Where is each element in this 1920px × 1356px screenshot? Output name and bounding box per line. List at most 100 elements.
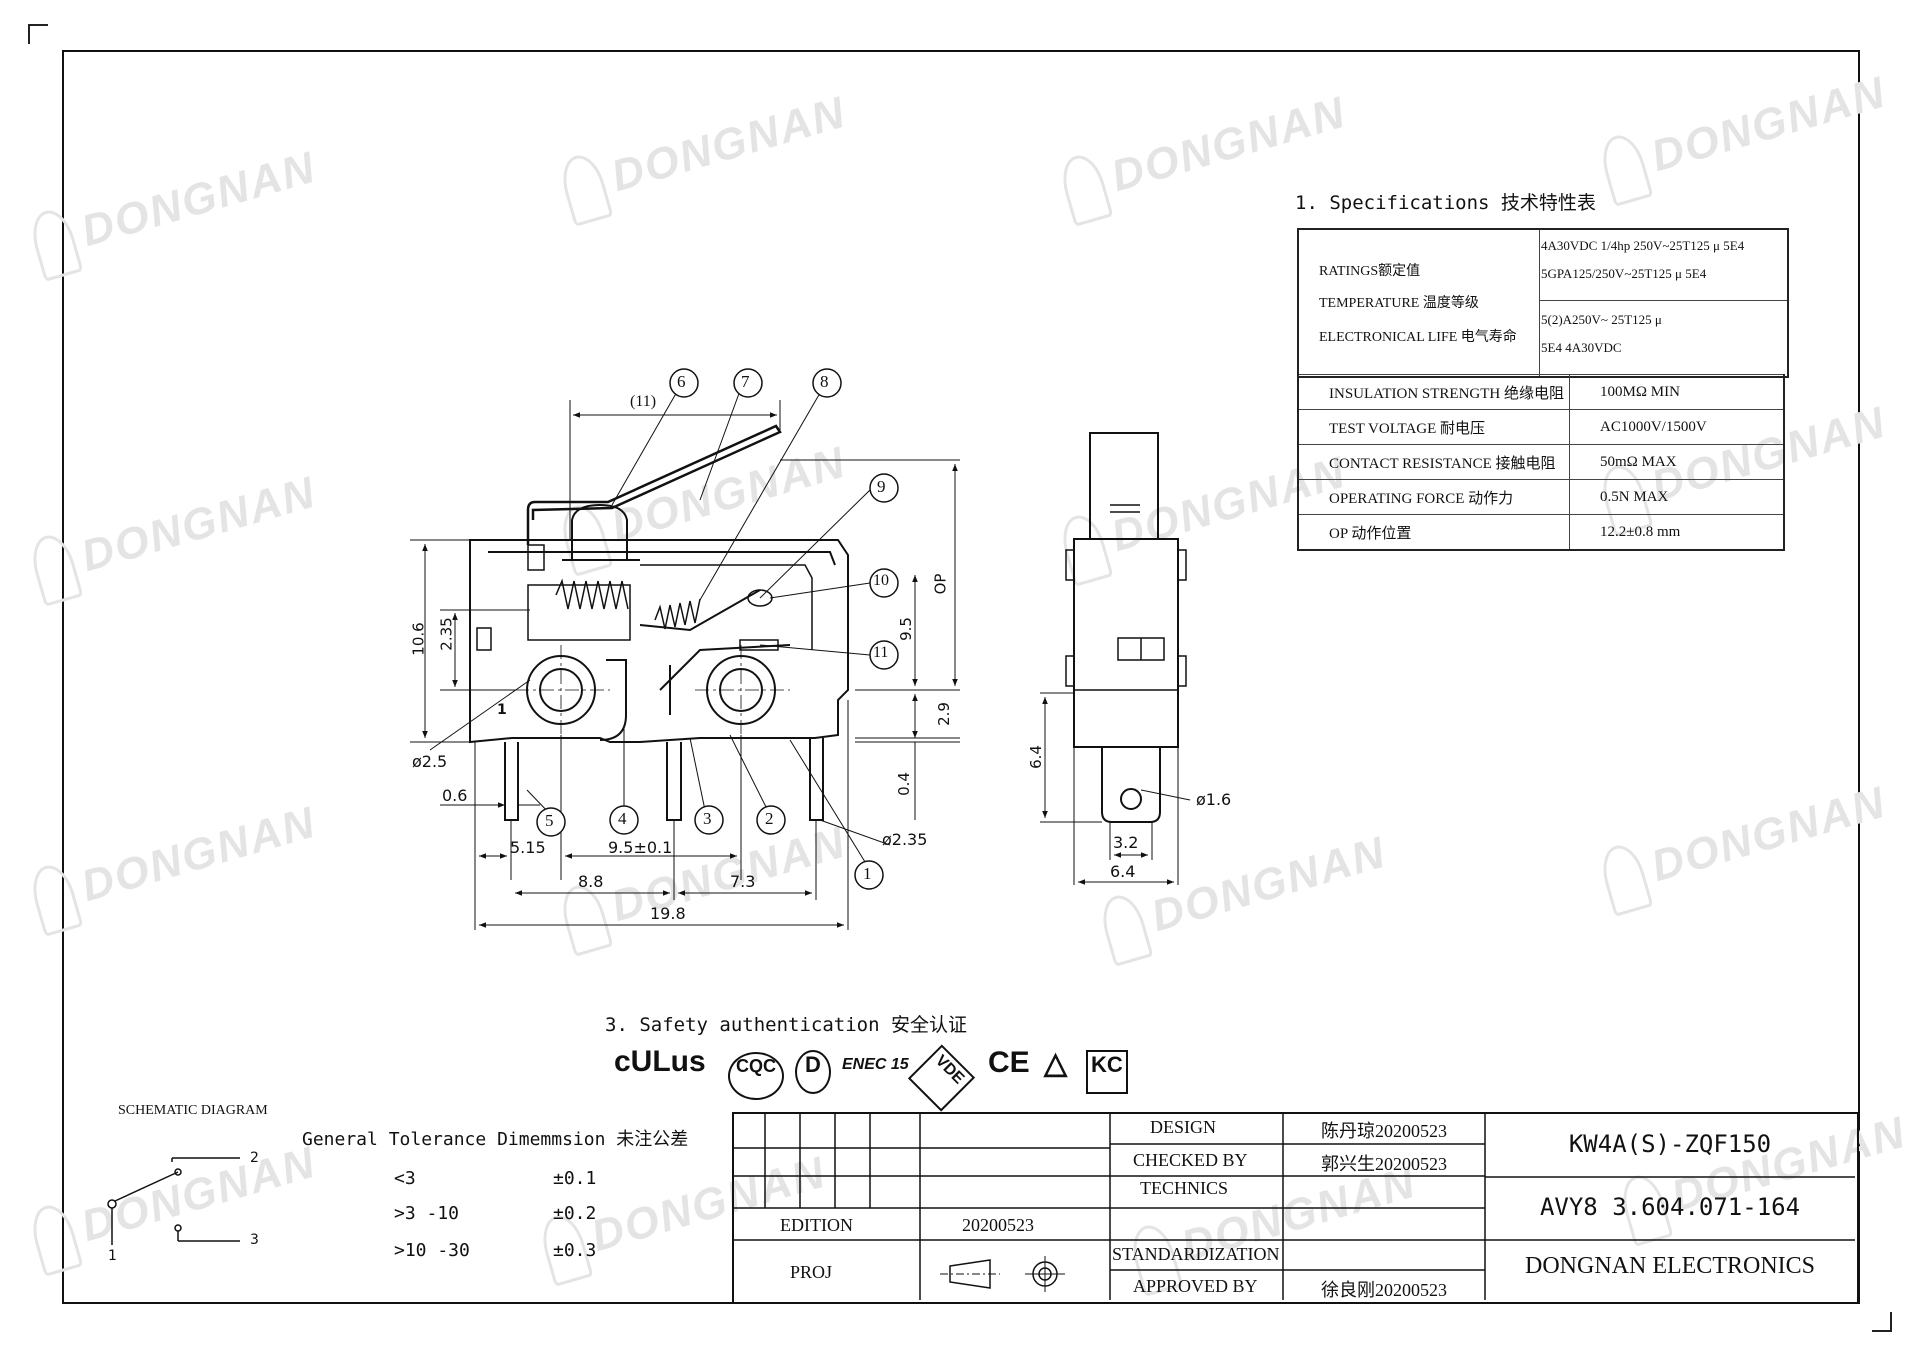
spec-label: CONTACT RESISTANCE 接触电阻 [1297,444,1570,480]
checked-by-value: 郭兴生20200523 [1321,1154,1447,1174]
spec-table: INSULATION STRENGTH 绝缘电阻 100MΩ MIN TEST … [1297,374,1785,551]
title-block [732,1112,1859,1304]
edition-label: EDITION [780,1215,853,1235]
side-view-body [1065,432,1187,823]
proj-label: PROJ [790,1262,833,1282]
tolerance-range: >3 -10 [394,1203,460,1224]
temperature-label: TEMPERATURE 温度等级 [1319,296,1479,311]
spec-label: OP 动作位置 [1297,514,1570,551]
rating-value-4: 5E4 4A30VDC [1541,340,1622,355]
schematic-terminal-3: 3 [250,1232,259,1248]
spec-ratings-block: RATINGS额定值 TEMPERATURE 温度等级 ELECTRONICAL… [1297,228,1789,378]
ce-mark: CE [988,1046,1030,1079]
standardization-label: STANDARDIZATION [1112,1244,1280,1264]
ratings-value-cell-2: 5(2)A250V~ 25T125 μ 5E4 4A30VDC [1539,300,1787,376]
dim-phi-1-6: ø1.6 [1196,790,1232,809]
callout-9: 9 [877,477,886,496]
spec-value: AC1000V/1500V [1569,409,1785,445]
dim-11: (11) [630,393,657,410]
rating-value-1: 4A30VDC 1/4hp 250V~25T125 μ 5E4 [1541,238,1745,253]
ratings-label: RATINGS额定值 [1319,264,1421,279]
tolerance-value: ±0.1 [553,1168,597,1189]
tolerance-range: >10 -30 [394,1240,470,1261]
spec-label: OPERATING FORCE 动作力 [1297,479,1570,515]
callout-2: 2 [765,809,774,828]
tolerance-value: ±0.3 [553,1240,597,1261]
spec-heading: 1. Specifications 技术特性表 [1295,192,1596,214]
dim-phi-2-35: ø2.35 [882,830,928,849]
dim-op: OP [931,573,950,595]
ratings-value-cell-1: 4A30VDC 1/4hp 250V~25T125 μ 5E4 5GPA125/… [1539,230,1787,301]
callout-4: 4 [618,809,627,828]
dim-10-6: 10.6 [409,622,428,656]
approved-by-value: 徐良刚20200523 [1321,1280,1447,1300]
crop-mark-top-left [28,24,48,44]
dim-9-5-tol: 9.5±0.1 [608,838,673,857]
schematic-switch [107,1157,240,1245]
dimension-lines [410,400,960,930]
safety-heading: 3. Safety authentication 安全认证 [605,1014,967,1036]
front-view-body [469,424,849,821]
table-row: OPERATING FORCE 动作力 0.5N MAX [1297,479,1785,515]
side-view-dimensions [1040,692,1191,885]
callout-10: 10 [873,572,889,589]
edition-value: 20200523 [962,1215,1034,1235]
tolerance-range: <3 [394,1168,416,1189]
spec-label: INSULATION STRENGTH 绝缘电阻 [1297,374,1570,410]
schematic-terminal-2: 2 [250,1150,259,1166]
callout-3: 3 [703,809,712,828]
d-mark: D [795,1050,831,1094]
schematic-terminal-1: 1 [108,1248,117,1264]
electrical-life-label: ELECTRONICAL LIFE 电气寿命 [1319,330,1517,345]
dim-0-4: 0.4 [894,772,913,796]
dim-19-8: 19.8 [650,904,686,923]
callout-5: 5 [545,811,554,830]
dim-2-35: 2.35 [437,617,456,651]
center-lines [515,645,790,735]
spec-value: 0.5N MAX [1569,479,1785,515]
callout-7: 7 [741,372,750,391]
company-name: DONGNAN ELECTRONICS [1525,1253,1815,1279]
spec-label: TEST VOLTAGE 耐电压 [1297,409,1570,445]
callout-circles [536,368,899,890]
rating-value-3: 5(2)A250V~ 25T125 μ [1541,312,1662,327]
checked-by-label: CHECKED BY [1133,1150,1248,1170]
cqc-mark: CQC [728,1052,784,1100]
drawing-number: AVY8 3.604.071-164 [1539,1193,1801,1221]
design-value: 陈丹琼20200523 [1321,1121,1447,1141]
technics-label: TECHNICS [1140,1178,1229,1198]
callout-11: 11 [873,644,889,661]
table-row: TEST VOLTAGE 耐电压 AC1000V/1500V [1297,409,1785,445]
dim-phi-2-5: ø2.5 [412,752,448,771]
table-row: OP 动作位置 12.2±0.8 mm [1297,514,1785,551]
dim-0-6: 0.6 [442,786,468,805]
dim-6-4-vertical: 6.4 [1026,745,1045,769]
pin-1-label: 1 [497,702,507,718]
dim-2-9: 2.9 [934,702,953,726]
enec-mark: ENEC 15 [842,1056,909,1073]
title-block-grid [733,1112,1855,1300]
crop-mark-bottom-right [1872,1312,1892,1332]
ratings-label-cell: RATINGS额定值 TEMPERATURE 温度等级 ELECTRONICAL… [1299,230,1540,376]
tolerance-heading: General Tolerance Dimemmsion 未注公差 [302,1129,689,1150]
tolerance-value: ±0.2 [553,1203,597,1224]
dim-8-8: 8.8 [578,872,604,891]
table-row: INSULATION STRENGTH 绝缘电阻 100MΩ MIN [1297,374,1785,410]
schematic-title: SCHEMATIC DIAGRAM [118,1103,268,1118]
callout-8: 8 [820,372,829,391]
callout-6: 6 [677,372,686,391]
dim-7-3: 7.3 [730,872,756,891]
kc-mark: KC [1086,1050,1128,1094]
dim-5-15: 5.15 [510,838,546,857]
spec-value: 50mΩ MAX [1569,444,1785,480]
dim-3-2: 3.2 [1113,833,1139,852]
triangle-mark: △ [1044,1047,1068,1080]
spec-value: 12.2±0.8 mm [1569,514,1785,551]
cul-us-mark: cULus [614,1045,706,1078]
dim-6-4-horizontal: 6.4 [1110,862,1136,881]
table-row: CONTACT RESISTANCE 接触电阻 50mΩ MAX [1297,444,1785,480]
dim-9-5: 9.5 [896,617,915,641]
model-number: KW4A(S)-ZQF150 [1568,1130,1772,1158]
design-label: DESIGN [1150,1117,1216,1137]
